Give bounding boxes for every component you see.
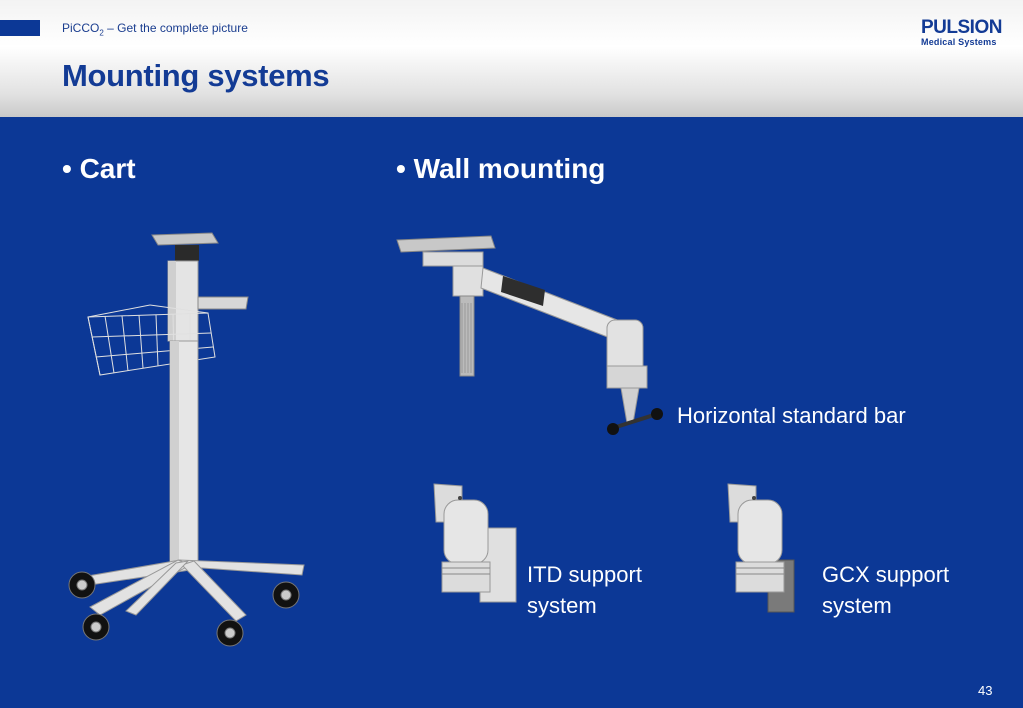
logo-tagline: Medical Systems bbox=[921, 37, 997, 47]
slide-header: PiCCO2 – Get the complete picture Mounti… bbox=[0, 0, 1023, 117]
logo-wordmark: PULSION bbox=[921, 17, 1002, 38]
caption-horizontal-standard-bar: Horizontal standard bar bbox=[677, 403, 906, 428]
caption-gcx-line2: system bbox=[822, 593, 892, 618]
pulsion-logo: PULSION Medical Systems bbox=[921, 18, 1002, 47]
bullet-wall-mounting: • Wall mounting bbox=[396, 153, 606, 184]
cart-illustration bbox=[68, 232, 305, 647]
caption-itd-support: ITD support system bbox=[527, 559, 642, 621]
itd-support-illustration bbox=[433, 483, 517, 603]
header-accent-bar bbox=[0, 20, 40, 36]
horizontal-bar-illustration bbox=[396, 235, 663, 435]
gcx-support-illustration bbox=[727, 483, 795, 613]
page-number: 43 bbox=[978, 683, 993, 698]
slide-title: Mounting systems bbox=[62, 58, 330, 93]
caption-itd-line1: ITD support bbox=[527, 562, 642, 587]
caption-gcx-support: GCX support system bbox=[822, 559, 949, 621]
caption-gcx-line1: GCX support bbox=[822, 562, 950, 587]
caption-itd-line2: system bbox=[527, 593, 597, 618]
bullet-cart: • Cart bbox=[62, 153, 136, 184]
slide-subtitle: PiCCO2 – Get the complete picture bbox=[62, 21, 248, 38]
